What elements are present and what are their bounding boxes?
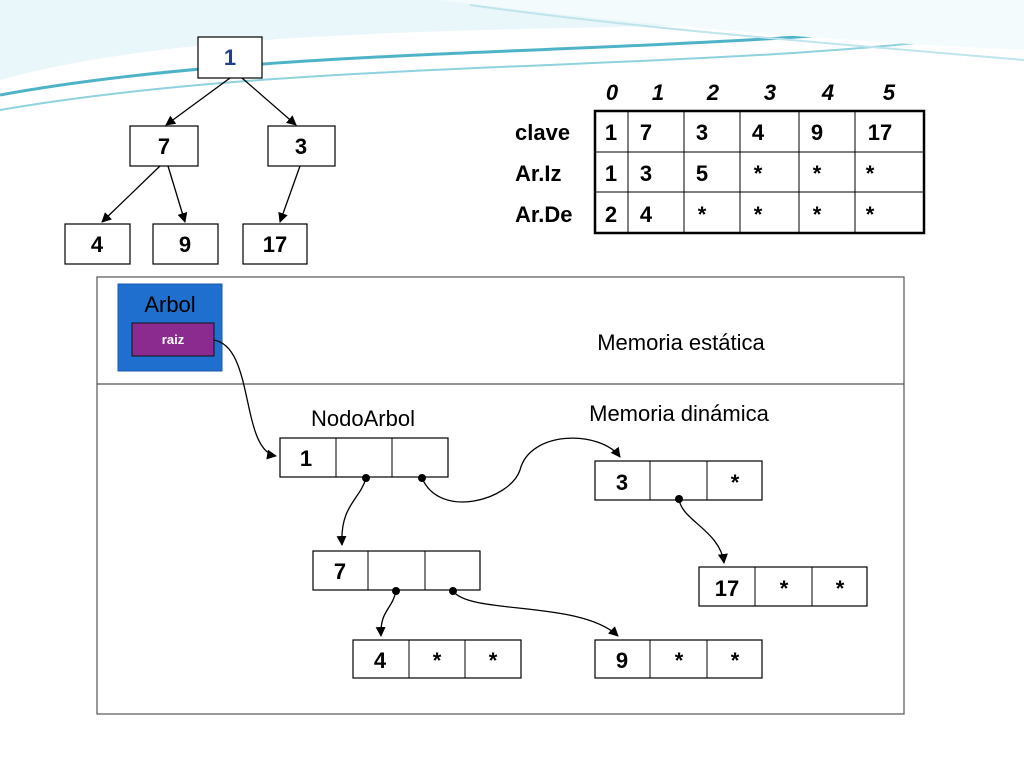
- node-17: 17 * *: [698, 566, 868, 607]
- table-cell: 1: [605, 161, 617, 186]
- table-cell: 3: [640, 161, 652, 186]
- node-9: 9 * *: [594, 639, 763, 679]
- null-pointer: *: [731, 648, 740, 673]
- tree-node-17: 17: [242, 223, 308, 265]
- node-key: 17: [715, 576, 739, 601]
- raiz-label: raiz: [162, 332, 185, 347]
- node-7: 7: [312, 550, 481, 595]
- pointer-arrows: [212, 339, 728, 637]
- binary-tree: 1 7 3 4 9 17: [64, 36, 336, 265]
- tree-node-root: 1: [197, 36, 263, 79]
- node-3: 3 *: [594, 460, 763, 503]
- pointer-dot: [449, 587, 457, 595]
- pointer-dot: [418, 474, 426, 482]
- node-key: 4: [374, 648, 387, 673]
- table-cell: 7: [640, 120, 652, 145]
- null-pointer: *: [489, 648, 498, 673]
- null-pointer: *: [836, 576, 845, 601]
- table-cell: *: [866, 202, 875, 227]
- tree-node-3: 3: [267, 125, 336, 167]
- node-key: 1: [300, 446, 312, 471]
- nodo-arbol-label: NodoArbol: [311, 406, 415, 431]
- pointer-dot: [362, 474, 370, 482]
- tree-node-9: 9: [152, 223, 219, 265]
- table-cell: *: [866, 161, 875, 186]
- svg-text:7: 7: [158, 134, 170, 159]
- table-cell: 17: [868, 120, 892, 145]
- pointer-dot: [392, 587, 400, 595]
- table-cell: *: [754, 202, 763, 227]
- row-label-arde: Ar.De: [515, 202, 572, 227]
- background-swoosh: [0, 0, 1024, 111]
- null-pointer: *: [433, 648, 442, 673]
- arbol-title: Arbol: [144, 292, 195, 317]
- array-table: 0 1 2 3 4 5 clave Ar.Iz Ar.De 1 7 3 4 9 …: [515, 80, 926, 235]
- null-pointer: *: [780, 576, 789, 601]
- svg-text:9: 9: [179, 232, 191, 257]
- tree-node-4: 4: [64, 223, 131, 265]
- pointer-dot: [675, 495, 683, 503]
- index-1: 1: [652, 80, 664, 105]
- index-4: 4: [821, 80, 834, 105]
- table-cell: 4: [640, 202, 653, 227]
- table-cell: *: [813, 202, 822, 227]
- table-cell: *: [698, 202, 707, 227]
- node-1: 1: [279, 437, 449, 482]
- svg-text:3: 3: [295, 134, 307, 159]
- index-0: 0: [606, 80, 619, 105]
- tree-node-7: 7: [129, 125, 199, 167]
- memory-panel: Arbol raiz Memoria estática Memoria diná…: [96, 276, 905, 715]
- table-row-arde: 2 4 * * * *: [605, 202, 875, 227]
- row-label-clave: clave: [515, 120, 570, 145]
- svg-text:4: 4: [91, 232, 104, 257]
- svg-text:17: 17: [263, 232, 287, 257]
- table-cell: 5: [696, 161, 708, 186]
- table-cell: 2: [605, 202, 617, 227]
- dynamic-memory-label: Memoria dinámica: [589, 401, 769, 426]
- arbol-struct: Arbol raiz: [117, 283, 223, 372]
- table-grid: [593, 109, 926, 235]
- table-cell: *: [754, 161, 763, 186]
- table-row-clave: 1 7 3 4 9 17: [605, 120, 892, 145]
- node-4: 4 * *: [352, 639, 522, 679]
- node-key: 3: [616, 470, 628, 495]
- table-cell: *: [813, 161, 822, 186]
- index-3: 3: [764, 80, 776, 105]
- index-2: 2: [706, 80, 720, 105]
- row-label-ariz: Ar.Iz: [515, 161, 561, 186]
- table-cell: 4: [752, 120, 765, 145]
- table-row-ariz: 1 3 5 * * *: [605, 161, 875, 186]
- index-5: 5: [883, 80, 896, 105]
- table-cell: 1: [605, 120, 617, 145]
- null-pointer: *: [675, 648, 684, 673]
- table-index-header: 0 1 2 3 4 5: [606, 80, 896, 105]
- null-pointer: *: [731, 470, 740, 495]
- table-cell: 9: [811, 120, 823, 145]
- table-cell: 3: [696, 120, 708, 145]
- svg-text:1: 1: [224, 45, 236, 70]
- node-key: 7: [334, 559, 346, 584]
- node-key: 9: [616, 648, 628, 673]
- static-memory-label: Memoria estática: [597, 330, 765, 355]
